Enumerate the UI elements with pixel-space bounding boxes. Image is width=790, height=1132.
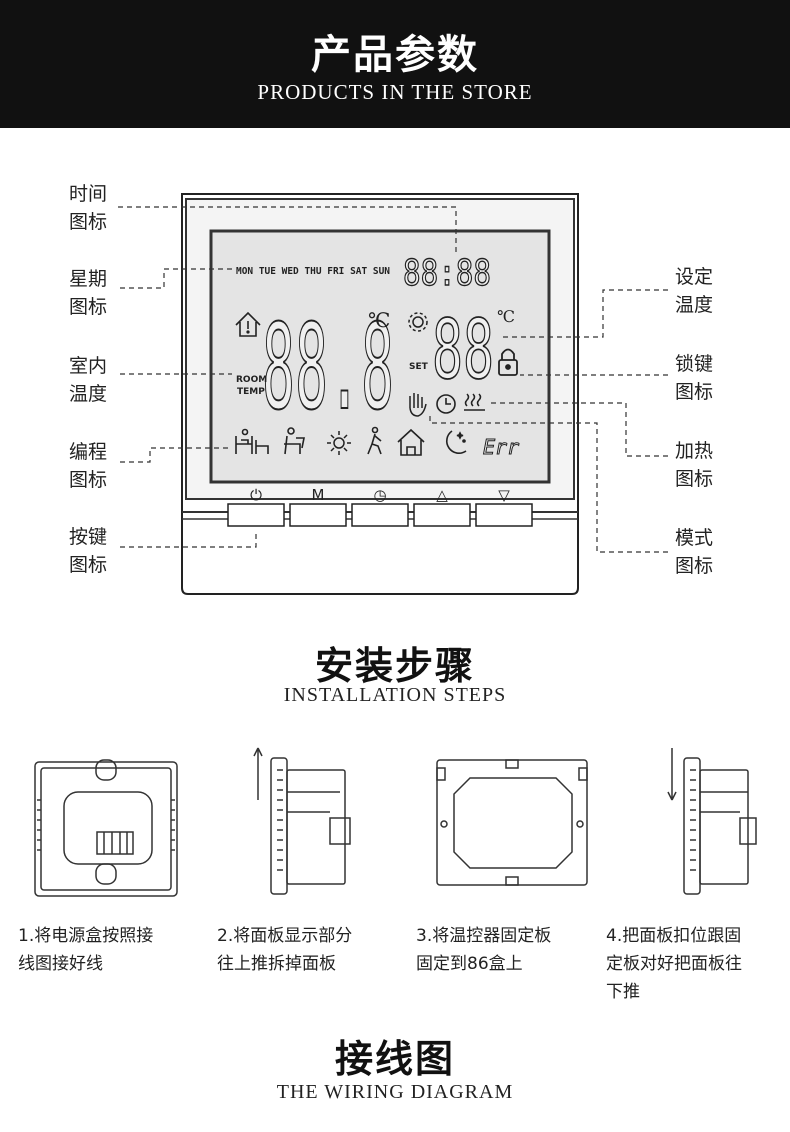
step1-illustration (34, 759, 178, 897)
label-heating-icon-line2: 图标 (675, 468, 714, 490)
lcd-set-celsius: ℃ (497, 307, 515, 326)
label-time-icon-line1: 时间 (69, 183, 108, 205)
label-week-icon: 星期 图标 (69, 265, 107, 321)
header-title-en: PRODUCTS IN THE STORE (257, 80, 533, 104)
home-alert-icon (235, 311, 261, 337)
label-program-icon-line2: 图标 (69, 469, 108, 491)
step4-caption-line1: 4.把面板扣位跟固 (606, 926, 742, 946)
step2-caption-line2: 往上推拆掉面板 (217, 954, 336, 974)
step3-caption-line1: 3.将温控器固定板 (416, 926, 552, 946)
label-mode-icon-line2: 图标 (675, 555, 714, 577)
label-mode-icon: 模式 图标 (675, 524, 713, 580)
label-room-temp-line1: 室内 (69, 355, 108, 377)
step2-caption: 2.将面板显示部分 往上推拆掉面板 (217, 922, 352, 978)
lcd-room-label-1: ROOM (236, 375, 267, 385)
mode-button (289, 503, 347, 527)
step4-caption-line2: 定板对好把面板往 (606, 954, 742, 974)
label-week-icon-line2: 图标 (69, 296, 108, 318)
installation-title-cn: 安装步骤 (314, 643, 475, 688)
program-sleep-icon (235, 428, 269, 454)
thermostat-diagram: ⏻ M ◷ △ ▽ MON TUE WED THU FRI SAT SUN 88… (118, 193, 668, 595)
step1-caption-line1: 1.将电源盒按照接 (18, 926, 154, 946)
label-time-icon-line2: 图标 (69, 211, 108, 233)
walking-person-icon (367, 426, 382, 455)
lcd-weekdays: MON TUE WED THU FRI SAT SUN (236, 266, 390, 277)
power-button-label: ⏻ (250, 486, 262, 504)
step4-caption-line3: 下推 (606, 982, 640, 1002)
label-time-icon: 时间 图标 (69, 180, 107, 236)
callout-lines (118, 206, 668, 553)
mode-button-label: M (312, 486, 325, 504)
manual-hand-icon (409, 393, 427, 417)
gear-icon (408, 312, 428, 332)
installation-title-en: INSTALLATION STEPS (283, 684, 507, 706)
lock-icon (498, 348, 518, 376)
header-title-cn: 产品参数 (311, 31, 479, 78)
clock-button-label: ◷ (373, 486, 386, 504)
lcd-room-temp: 88.8 (262, 298, 394, 436)
up-button-label: △ (436, 486, 448, 504)
step4-caption: 4.把面板扣位跟固 定板对好把面板往 下推 (606, 922, 742, 1006)
clock-button (351, 503, 409, 527)
wiring-title-en: THE WIRING DIAGRAM (276, 1081, 514, 1103)
wiring-title-cn: 接线图 (334, 1036, 455, 1081)
lcd-room-label-2: TEMP (237, 387, 265, 397)
sun-icon (327, 431, 351, 455)
label-lock-icon: 锁键 图标 (675, 350, 713, 406)
label-program-icon-line1: 编程 (69, 441, 108, 463)
lcd-room-celsius: ℃ (368, 308, 390, 332)
step2-caption-line1: 2.将面板显示部分 (217, 926, 353, 946)
home-icon (397, 428, 425, 456)
step4-illustration (667, 748, 757, 895)
power-button (227, 503, 285, 527)
lcd-set-temp: 88 (432, 303, 494, 398)
down-button (475, 503, 533, 527)
step2-illustration (253, 747, 351, 895)
lcd-error-text: Err (483, 435, 519, 459)
step1-caption: 1.将电源盒按照接 线图接好线 (18, 922, 153, 978)
label-heating-icon-line1: 加热 (675, 440, 714, 462)
label-mode-icon-line1: 模式 (675, 527, 714, 549)
up-button (413, 503, 471, 527)
header-banner: 产品参数 PRODUCTS IN THE STORE (0, 0, 790, 128)
label-lock-icon-line1: 锁键 (675, 353, 714, 375)
label-program-icon: 编程 图标 (69, 438, 107, 494)
step3-illustration (436, 759, 588, 886)
label-room-temp: 室内 温度 (69, 352, 107, 408)
timer-clock-icon (436, 394, 456, 414)
label-button-icon-line2: 图标 (69, 554, 108, 576)
step1-caption-line2: 线图接好线 (18, 954, 103, 974)
heating-icon (464, 393, 485, 411)
label-lock-icon-line2: 图标 (675, 381, 714, 403)
down-button-label: ▽ (498, 486, 510, 504)
label-heating-icon: 加热 图标 (675, 437, 713, 493)
lcd-set-label: SET (409, 362, 429, 372)
moon-night-icon (446, 430, 467, 454)
label-room-temp-line2: 温度 (69, 383, 108, 405)
label-set-temp-line2: 温度 (675, 294, 714, 316)
label-set-temp: 设定 温度 (675, 263, 713, 319)
program-work-icon (284, 427, 305, 455)
label-button-icon: 按键 图标 (69, 523, 107, 579)
lcd-clock: 88:88 (403, 253, 491, 294)
label-week-icon-line1: 星期 (69, 268, 108, 290)
step3-caption-line2: 固定到86盒上 (416, 954, 523, 974)
step3-caption: 3.将温控器固定板 固定到86盒上 (416, 922, 551, 978)
label-button-icon-line1: 按键 (69, 526, 108, 548)
installation-illustrations (34, 747, 757, 897)
label-set-temp-line1: 设定 (675, 266, 714, 288)
